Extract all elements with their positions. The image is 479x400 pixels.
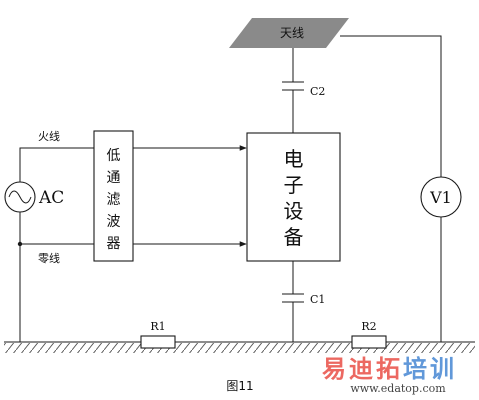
watermark-brand-char: 易 [322, 355, 346, 383]
filter-char: 滤 [107, 192, 121, 208]
watermark-logo: 易 迪 拓 培 训 www.edatop.com [322, 355, 454, 395]
watermark-url: www.edatop.com [350, 382, 446, 395]
antenna-to-voltmeter-wire [340, 35, 442, 177]
ground-hatch [4, 343, 475, 353]
voltmeter-label: V1 [429, 188, 452, 207]
watermark-brand-char: 培 [403, 355, 427, 383]
filter-char: 波 [107, 214, 121, 230]
antenna-label: 天线 [280, 26, 304, 40]
filter-label: 低 通 滤 波 器 [107, 148, 121, 252]
filter-char: 低 [107, 148, 121, 164]
electronic-device [246, 132, 341, 262]
live-wire [19, 147, 94, 182]
watermark-brand-char: 迪 [349, 355, 373, 383]
resistor-r2-label: R2 [361, 320, 376, 333]
filter-char: 器 [107, 236, 121, 252]
device-char: 电 [284, 147, 304, 171]
filter-char: 通 [107, 170, 121, 186]
figure-caption: 图11 [226, 379, 253, 393]
live-wire-label: 火线 [38, 129, 60, 143]
resistor-r1-label: R1 [150, 320, 165, 333]
device-char: 设 [284, 199, 304, 223]
sine-wave-icon [8, 190, 32, 204]
watermark-brand-char: 训 [430, 355, 454, 383]
resistor-r2 [351, 335, 387, 349]
device-char: 备 [284, 225, 304, 249]
device-char: 子 [284, 173, 304, 197]
capacitor-c2-label: C2 [310, 85, 325, 98]
low-pass-filter [93, 130, 134, 262]
antenna-plate [229, 18, 349, 48]
capacitor-c1-label: C1 [310, 293, 325, 306]
neutral-wire [19, 212, 94, 245]
resistor-r1 [140, 335, 176, 349]
neutral-wire-label: 零线 [38, 251, 60, 265]
watermark-brand-char: 拓 [376, 355, 400, 383]
device-label: 电 子 设 备 [284, 147, 304, 249]
ac-source-label: AC [38, 188, 64, 208]
